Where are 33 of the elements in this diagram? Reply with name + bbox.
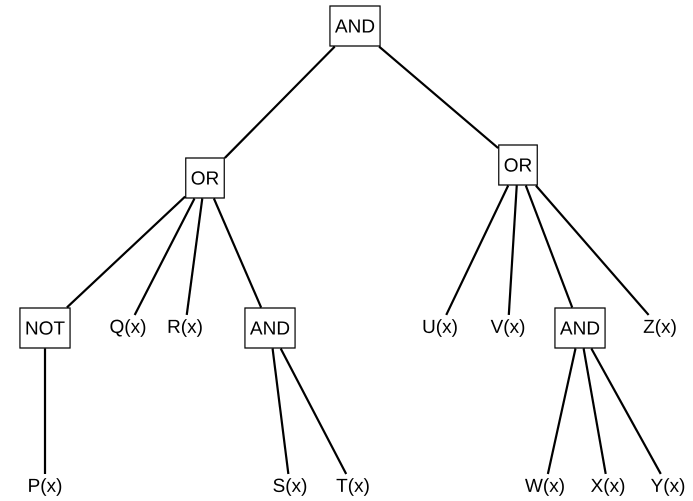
connector-line <box>582 348 607 474</box>
operator-box: OR <box>185 157 225 199</box>
connector-line <box>66 196 186 308</box>
connector-line <box>508 186 518 316</box>
connector-line <box>524 185 574 308</box>
predicate-label: U(x) <box>424 319 457 337</box>
connector-line <box>535 184 650 316</box>
connector-line <box>212 198 262 308</box>
connector-line <box>590 348 662 474</box>
operator-box: AND <box>329 5 381 47</box>
operator-box: OR <box>498 144 538 186</box>
predicate-label: Q(x) <box>110 319 146 337</box>
connector-line <box>445 185 510 316</box>
connector-line <box>272 348 290 474</box>
predicate-label: S(x) <box>273 478 306 496</box>
connector-line <box>44 348 46 474</box>
predicate-label: T(x) <box>336 478 369 496</box>
operator-box: NOT <box>19 307 71 349</box>
predicate-label: P(x) <box>29 478 62 496</box>
operator-box: AND <box>244 307 296 349</box>
predicate-label: W(x) <box>525 478 564 496</box>
connector-line <box>546 348 577 474</box>
predicate-label: R(x) <box>168 319 202 337</box>
connector-line <box>280 348 348 474</box>
predicate-label: Z(x) <box>644 319 676 337</box>
connector-line <box>186 198 204 316</box>
predicate-label: X(x) <box>591 478 624 496</box>
connector-line <box>134 198 196 316</box>
predicate-label: Y(x) <box>651 478 684 496</box>
connector-line <box>224 46 336 159</box>
operator-box: AND <box>554 307 606 349</box>
predicate-label: V(x) <box>490 319 524 337</box>
connector-line <box>378 46 499 149</box>
